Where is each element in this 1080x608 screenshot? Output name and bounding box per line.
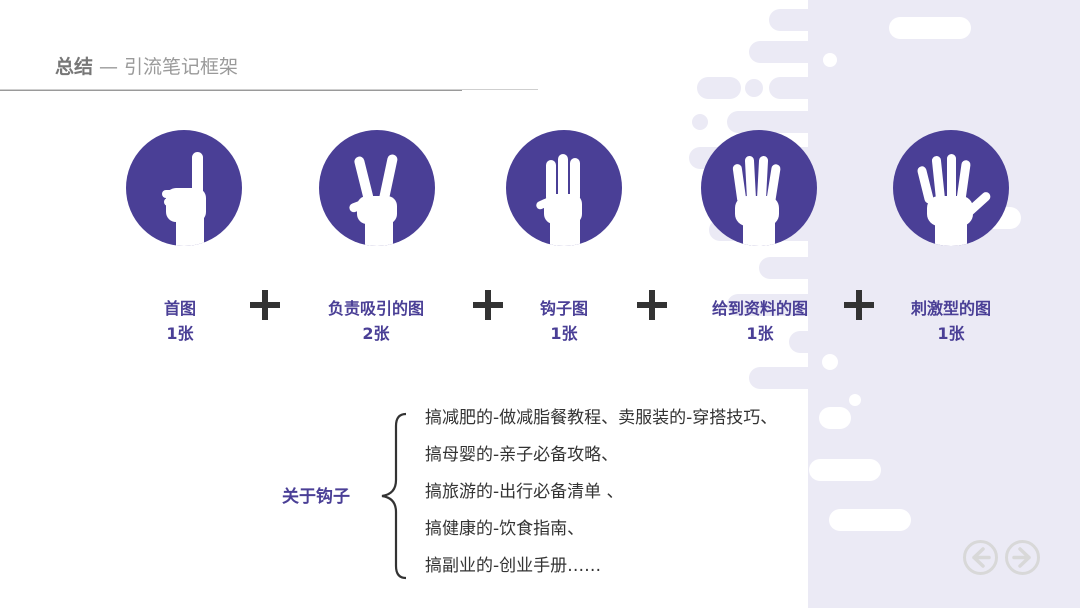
hooks-list: 搞减肥的-做减脂餐教程、卖服装的-穿搭技巧、 搞母婴的-亲子必备攻略、 搞旅游的… [425,404,777,589]
curly-brace [381,412,407,580]
step-2-count: 2张 [362,324,390,343]
arrow-left-icon [972,547,991,568]
three-finger-hand-icon [506,130,622,246]
plus-icon [473,290,503,320]
hooks-title: 关于钩子 [282,487,350,507]
plus-icon [637,290,667,320]
step-3-label: 钩子图 1张 [494,296,634,346]
step-2-label: 负责吸引的图 2张 [306,296,446,346]
step-3-count: 1张 [550,324,578,343]
title-bold: 总结 [55,56,94,78]
step-5-name: 刺激型的图 [910,299,991,318]
step-1-label: 首图 1张 [110,296,250,346]
step-4-label: 给到资料的图 1张 [690,296,830,346]
step-5-count: 1张 [937,324,965,343]
four-finger-hand-icon [701,130,817,246]
list-item: 搞副业的-创业手册…… [425,556,602,576]
list-item: 搞母婴的-亲子必备攻略、 [425,445,619,465]
list-item: 搞健康的-饮食指南、 [425,519,585,539]
step-2-name: 负责吸引的图 [327,299,424,318]
next-slide-button[interactable] [1004,539,1041,576]
list-item: 搞减肥的-做减脂餐教程、卖服装的-穿搭技巧、 [425,408,778,428]
one-finger-hand-icon [126,130,242,246]
title-subtitle: 引流笔记框架 [124,56,239,78]
step-4-name: 给到资料的图 [711,299,808,318]
list-item: 搞旅游的-出行必备清单 、 [425,482,624,502]
arrow-right-icon [1012,547,1031,568]
page-title: 总结—引流笔记框架 [55,52,238,79]
title-divider [0,89,538,90]
step-1-count: 1张 [166,324,194,343]
two-finger-hand-icon [319,130,435,246]
plus-icon [844,290,874,320]
prev-slide-button[interactable] [962,539,999,576]
step-3-name: 钩子图 [539,299,588,318]
step-1-name: 首图 [163,299,196,318]
step-5-label: 刺激型的图 1张 [881,296,1021,346]
title-separator: — [99,56,119,78]
title-divider-dark [0,90,462,91]
step-4-count: 1张 [746,324,774,343]
plus-icon [250,290,280,320]
five-finger-hand-icon [893,130,1009,246]
